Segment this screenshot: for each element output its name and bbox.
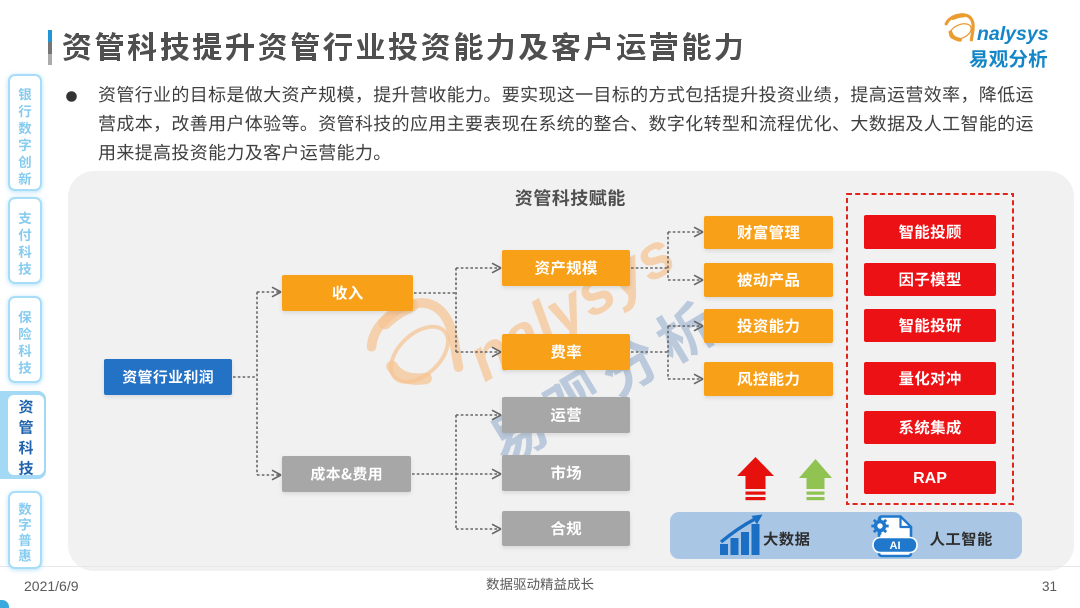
svg-text:RAP: RAP [913, 470, 947, 487]
svg-text:31: 31 [1042, 579, 1057, 594]
svg-text:AI: AI [890, 540, 901, 552]
svg-text:2021/6/9: 2021/6/9 [24, 578, 79, 594]
svg-text:nalysys: nalysys [977, 23, 1049, 45]
